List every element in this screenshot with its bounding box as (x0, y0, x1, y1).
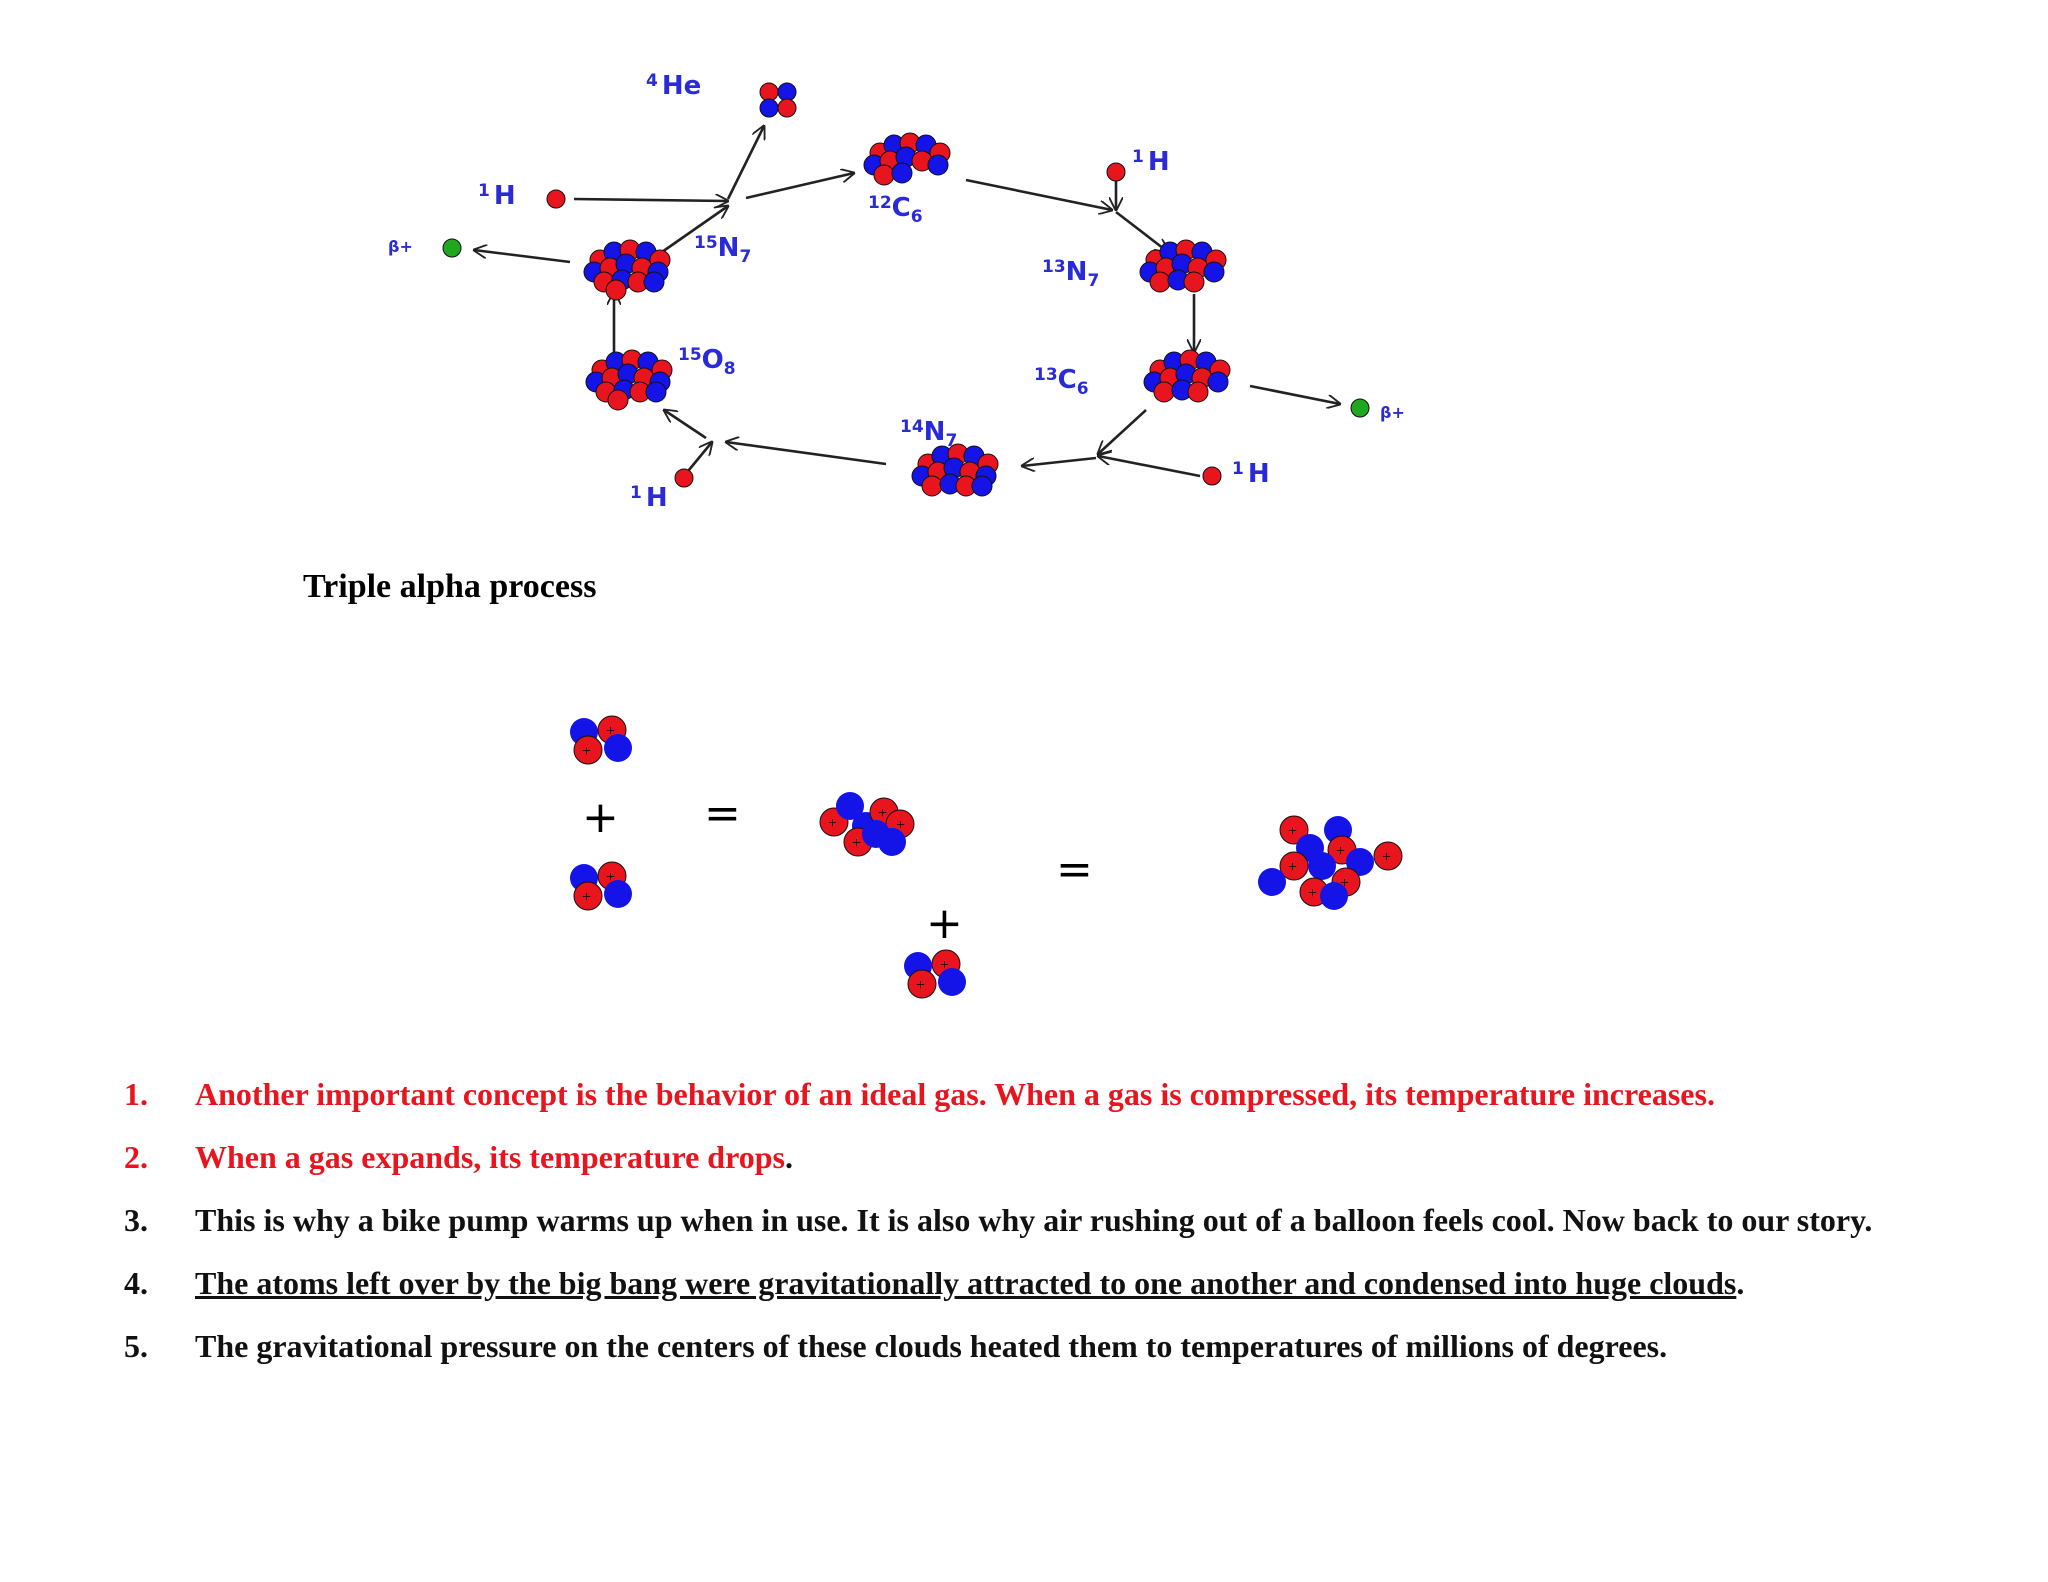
list-item-text: Another important concept is the behavio… (195, 1076, 1715, 1112)
svg-text:+: + (1288, 823, 1297, 840)
o15-nucleus (585, 349, 673, 411)
list-item: 3. This is why a bike pump warms up when … (124, 1189, 1958, 1252)
list-item-number: 3. (124, 1202, 148, 1238)
list-item-text: . (1736, 1265, 1745, 1301)
arrow-junction-to-n14 (1022, 456, 1097, 466)
svg-text:+: + (1340, 875, 1349, 892)
arrow-c12-to-n13-junction (965, 178, 1112, 210)
beryllium-8-nucleus: + + + + (819, 792, 915, 857)
list-item-text: The gravitational pressure on the center… (195, 1328, 1668, 1364)
cycle-arrows (474, 126, 1340, 478)
label-n14: 14N7 (900, 417, 957, 451)
list-item: 4. The atoms left over by the big bang we… (124, 1252, 1958, 1315)
positron-left (442, 238, 462, 258)
key-points-list: 1. Another important concept is the behav… (124, 1063, 1958, 1378)
list-item-text: When a gas expands, its temperature drop… (195, 1139, 785, 1175)
arrow-h-right-to-junction (1098, 456, 1201, 478)
svg-text:+: + (940, 957, 949, 974)
alpha-particle-3: ++ (904, 949, 966, 999)
triple-alpha-diagram: ++ + = ++ + + + + + = ++ + + + + + + (570, 715, 1403, 999)
c12-nucleus (863, 132, 951, 186)
label-c13: 13C6 (1034, 365, 1089, 399)
arrow-c13-to-beta (1249, 384, 1340, 404)
label-o15: 15O8 (678, 345, 736, 379)
arrow-junction-to-o15 (664, 410, 707, 440)
proton-h1-top (1106, 162, 1126, 182)
n14-nucleus (911, 443, 999, 497)
arrow-n14-to-junction (726, 442, 887, 466)
arrow-h-to-n15-junction (573, 199, 728, 201)
plus-sign-1: + (582, 792, 619, 843)
svg-text:+: + (878, 805, 887, 822)
svg-text:+: + (916, 977, 925, 994)
svg-text:+: + (606, 723, 615, 740)
list-item-number: 2. (124, 1139, 148, 1175)
svg-text:+: + (1382, 849, 1391, 866)
svg-text:+: + (896, 817, 905, 834)
proton-h1-left (546, 189, 566, 209)
list-item-text: . (784, 1139, 793, 1175)
he4-nucleus (759, 82, 797, 118)
arrow-junction-to-he4 (726, 126, 764, 200)
list-item-number: 4. (124, 1265, 148, 1301)
svg-text:+: + (582, 889, 591, 906)
arrow-n15-to-beta (474, 250, 571, 264)
svg-text:+: + (828, 815, 837, 832)
svg-text:+: + (852, 835, 861, 852)
label-c12: 12C6 (868, 193, 923, 227)
list-item-number: 5. (124, 1328, 148, 1364)
arrow-n15-to-junction (661, 206, 728, 254)
carbon-12-nucleus: + + + + + + (1258, 815, 1403, 910)
positron-right (1350, 398, 1370, 418)
arrow-c13-to-junction (1098, 409, 1147, 454)
proton-h1-bottom-right (1202, 466, 1222, 486)
label-n13: 13N7 (1042, 257, 1099, 291)
alpha-particle-2: ++ (570, 861, 632, 911)
plus-sign-2: + (926, 898, 963, 949)
svg-text:+: + (1288, 859, 1297, 876)
label-beta-right: β+ (1380, 403, 1405, 422)
n15-nucleus (583, 239, 671, 301)
list-item: 2. When a gas expands, its temperature dr… (124, 1126, 1958, 1189)
n13-nucleus (1139, 239, 1227, 293)
list-item-number: 1. (124, 1076, 148, 1112)
alpha-particle-1: ++ (570, 715, 632, 765)
equals-sign-1: = (704, 788, 741, 839)
list-item: 1. Another important concept is the behav… (124, 1063, 1958, 1126)
label-n15: 15N7 (694, 233, 751, 267)
c13-nucleus (1143, 349, 1231, 403)
list-item: 5. The gravitational pressure on the cent… (124, 1315, 1958, 1378)
proton-h1-bottom-left (674, 468, 694, 488)
svg-text:+: + (606, 869, 615, 886)
svg-text:+: + (1308, 885, 1317, 902)
arrow-junction-to-n13 (1115, 210, 1168, 252)
label-beta-left: β+ (388, 237, 413, 256)
list-item-text: The atoms left over by the big bang were… (195, 1265, 1737, 1301)
arrow-junction-to-c12 (745, 173, 854, 200)
svg-text:+: + (1336, 843, 1345, 860)
list-item-text: This is why a bike pump warms up when in… (195, 1202, 1873, 1238)
svg-text:+: + (582, 743, 591, 760)
figure-caption: Triple alpha process (303, 568, 597, 605)
equals-sign-2: = (1056, 844, 1093, 895)
